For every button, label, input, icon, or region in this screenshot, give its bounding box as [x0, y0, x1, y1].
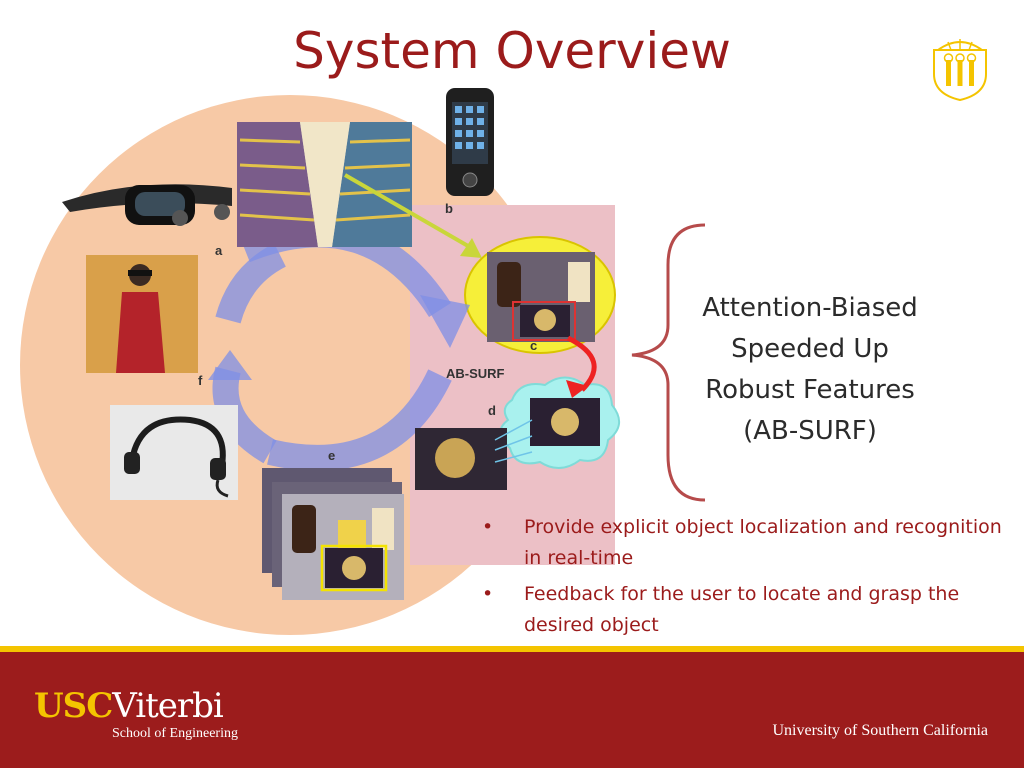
- ab-surf-line-2: Speeded Up: [731, 334, 889, 364]
- curly-brace: [631, 223, 706, 502]
- page-title: System Overview: [293, 22, 731, 80]
- label-b: b: [445, 201, 453, 216]
- logo-viterbi-text: Viterbi: [112, 686, 224, 726]
- label-a: a: [215, 243, 223, 258]
- bullet-list: • Provide explicit object localization a…: [482, 512, 1012, 646]
- ab-surf-line-3: Robust Features: [705, 375, 915, 405]
- bullet-text: Provide explicit object localization and…: [524, 516, 1002, 569]
- label-f: f: [198, 373, 203, 388]
- cycle-arrow-left: [267, 369, 452, 471]
- label-d: d: [488, 403, 496, 418]
- ab-surf-line-4: (AB-SURF): [743, 416, 877, 446]
- label-absurf: AB-SURF: [446, 366, 505, 381]
- bullet-item: • Feedback for the user to locate and gr…: [482, 579, 1012, 641]
- ab-surf-description: Attention-Biased Speeded Up Robust Featu…: [660, 288, 960, 452]
- label-c: c: [530, 338, 537, 353]
- footer-gold-stripe: [0, 646, 1024, 652]
- bullet-marker: •: [482, 583, 494, 605]
- bullet-item: • Provide explicit object localization a…: [482, 512, 1012, 574]
- university-name: University of Southern California: [772, 722, 988, 739]
- ab-surf-line-1: Attention-Biased: [702, 293, 918, 323]
- bullet-marker: •: [482, 516, 494, 538]
- usc-seal-icon: [933, 39, 987, 102]
- smartphone-icon: [446, 88, 494, 196]
- system-diagram: a b c d e f AB-SURF: [20, 88, 706, 635]
- footer-bar: USCViterbi School of Engineering Univers…: [0, 646, 1024, 768]
- person-with-glasses-image: [86, 255, 198, 373]
- usc-viterbi-logo: USCViterbi: [34, 686, 224, 726]
- red-feedback-arrow: [566, 335, 597, 398]
- video-glasses-icon: [62, 184, 232, 226]
- bone-conduction-headset-icon: [110, 405, 238, 500]
- grocery-aisle-image: [237, 122, 412, 247]
- bullet-text: Feedback for the user to locate and gras…: [524, 583, 960, 636]
- logo-usc-text: USC: [34, 686, 113, 726]
- school-name: School of Engineering: [112, 726, 238, 741]
- product-scene-image: [487, 252, 595, 342]
- product-closeup-image: [415, 419, 533, 490]
- label-e: e: [328, 448, 335, 463]
- stacked-scene-images: [262, 468, 404, 600]
